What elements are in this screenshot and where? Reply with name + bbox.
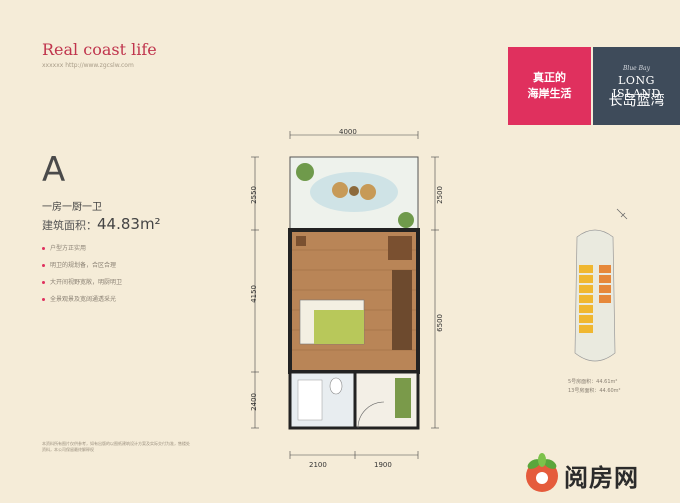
watermark-logo-icon	[526, 453, 558, 492]
watermark-text: 阅房网	[564, 464, 639, 492]
dim-left-lower: 2400	[250, 393, 258, 411]
feature-list: 户型方正实用 明卫的规划备，合区合理 大开间视野宽敞，明厨明卫 全景观景及宽阔通…	[42, 244, 122, 312]
logo-script-text: Blue Bay	[622, 65, 651, 72]
dimension-lines	[251, 131, 439, 459]
project-logo-badge: Blue Bay LONG ISLAND 长岛蓝湾	[593, 47, 680, 125]
highlighted-units	[579, 265, 593, 333]
unit-area-value: 44.83m²	[97, 215, 161, 233]
slogan-line-1: 真正的	[533, 71, 566, 84]
dim-bottom-left: 2100	[309, 461, 327, 469]
bullet-dot-icon	[42, 281, 45, 284]
unit-area-label: 建筑面积：	[42, 219, 97, 232]
logo-latin-text: LONG ISLAND	[612, 74, 661, 100]
dim-top: 4000	[339, 128, 357, 136]
dim-bottom-right: 1900	[374, 461, 392, 469]
feature-item: 明卫的规划备，合区合理	[42, 261, 122, 278]
dim-right-upper: 2500	[436, 186, 444, 204]
bullet-dot-icon	[42, 247, 45, 250]
dim-left-middle: 4150	[250, 285, 258, 303]
compass-icon	[616, 208, 628, 220]
location-note-2: 13号房面积：44.60m²	[568, 388, 621, 394]
disclaimer-text: 本资料所有图片仅供参考，如有出版的以图纸建筑设计方案及实际交付为准，售楼处资料，…	[42, 441, 190, 452]
bullet-dot-icon	[42, 264, 45, 267]
floor-plan	[251, 131, 439, 459]
bullet-dot-icon	[42, 298, 45, 301]
logo-chinese-text: 长岛蓝湾	[608, 93, 665, 109]
location-note-1: 5号房面积：44.61m²	[568, 379, 618, 385]
dim-right-total: 6500	[436, 314, 444, 332]
location-key-plan	[574, 208, 628, 362]
unit-layout-text: 一房一厨一卫	[42, 202, 102, 213]
living-bedroom	[288, 228, 420, 374]
bathroom-entry	[288, 370, 420, 430]
slogan-line-2: 海岸生活	[527, 87, 572, 100]
brand-url: xxxxxx http://www.zgcslw.com	[42, 62, 134, 69]
feature-item: 大开间视野宽敞，明厨明卫	[42, 278, 122, 295]
other-units	[599, 265, 611, 303]
brand-title: Real coast life	[42, 40, 157, 59]
unit-type-letter: A	[42, 150, 66, 190]
slogan-badge: 真正的 海岸生活	[508, 47, 591, 125]
balcony	[289, 156, 419, 231]
dim-left-upper: 2550	[250, 186, 258, 204]
feature-item: 全景观景及宽阔通透采光	[42, 295, 122, 312]
unit-area: 建筑面积：44.83m²	[42, 215, 161, 233]
feature-item: 户型方正实用	[42, 244, 122, 261]
